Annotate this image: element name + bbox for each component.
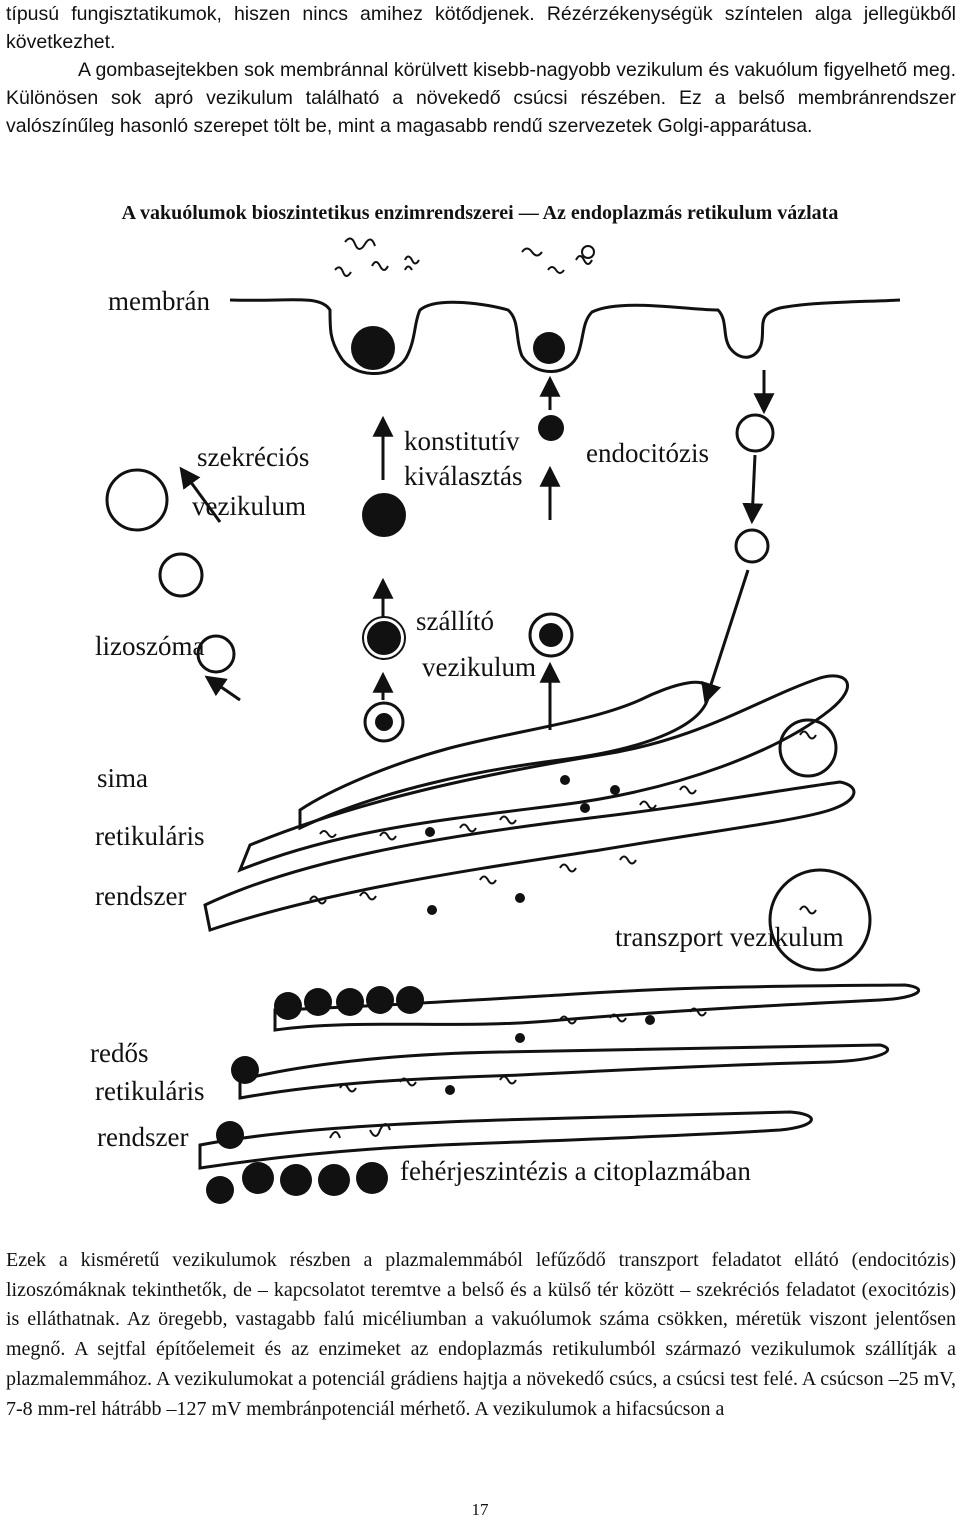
label-szekrecios: szekréciós [197,442,309,472]
label-kivalasztas: kiválasztás [404,461,522,491]
label-lizoszoma: lizoszóma [95,631,204,661]
label-konstitutiv: konstitutív [404,426,520,456]
label-endocitozis: endocitózis [586,438,709,468]
label-vezikulum-1: vezikulum [192,491,306,521]
rough-er-cisterna-3 [198,1110,813,1170]
label-rendszer-1: rendszer [95,881,186,911]
label-transzport-vezikulum: transzport vezikulum [615,922,844,952]
label-retikularis-2: retikuláris [95,1076,204,1106]
intro-paragraph: típusú fungisztatikumok, hiszen nincs am… [6,0,956,140]
body-paragraph: Ezek a kisméretű vezikulumok részben a p… [6,1249,956,1420]
label-rendszer-2: rendszer [97,1122,188,1152]
smooth-er-cisterna-2 [237,674,849,873]
er-diagram: membrán szekréciós vezikulum konstitutív… [90,237,921,1204]
plasma-membrane [229,298,901,375]
rough-er-cisterna-1 [273,983,921,1032]
label-sima: sima [97,763,148,793]
intro-line-2: A gombasejtekben sok membránnal körülvet… [6,59,956,137]
figure-caption: A vakuólumok bioszintetikus enzimrendsze… [121,202,839,224]
label-membran: membrán [108,286,210,316]
intro-line-1: típusú fungisztatikumok, hiszen nincs am… [6,3,956,53]
label-vezikulum-2: vezikulum [422,652,536,682]
smooth-er-cisterna-1 [298,680,711,831]
label-redos: redős [90,1038,148,1068]
rough-er-cisterna-2 [238,1043,889,1100]
label-retikularis-1: retikuláris [95,821,204,851]
smooth-er-cisterna-3 [203,780,856,932]
label-feherjeszintezis: fehérjeszintézis a citoplazmában [400,1156,751,1186]
page-number: 17 [471,1500,489,1519]
label-szallito: szállító [416,606,494,636]
